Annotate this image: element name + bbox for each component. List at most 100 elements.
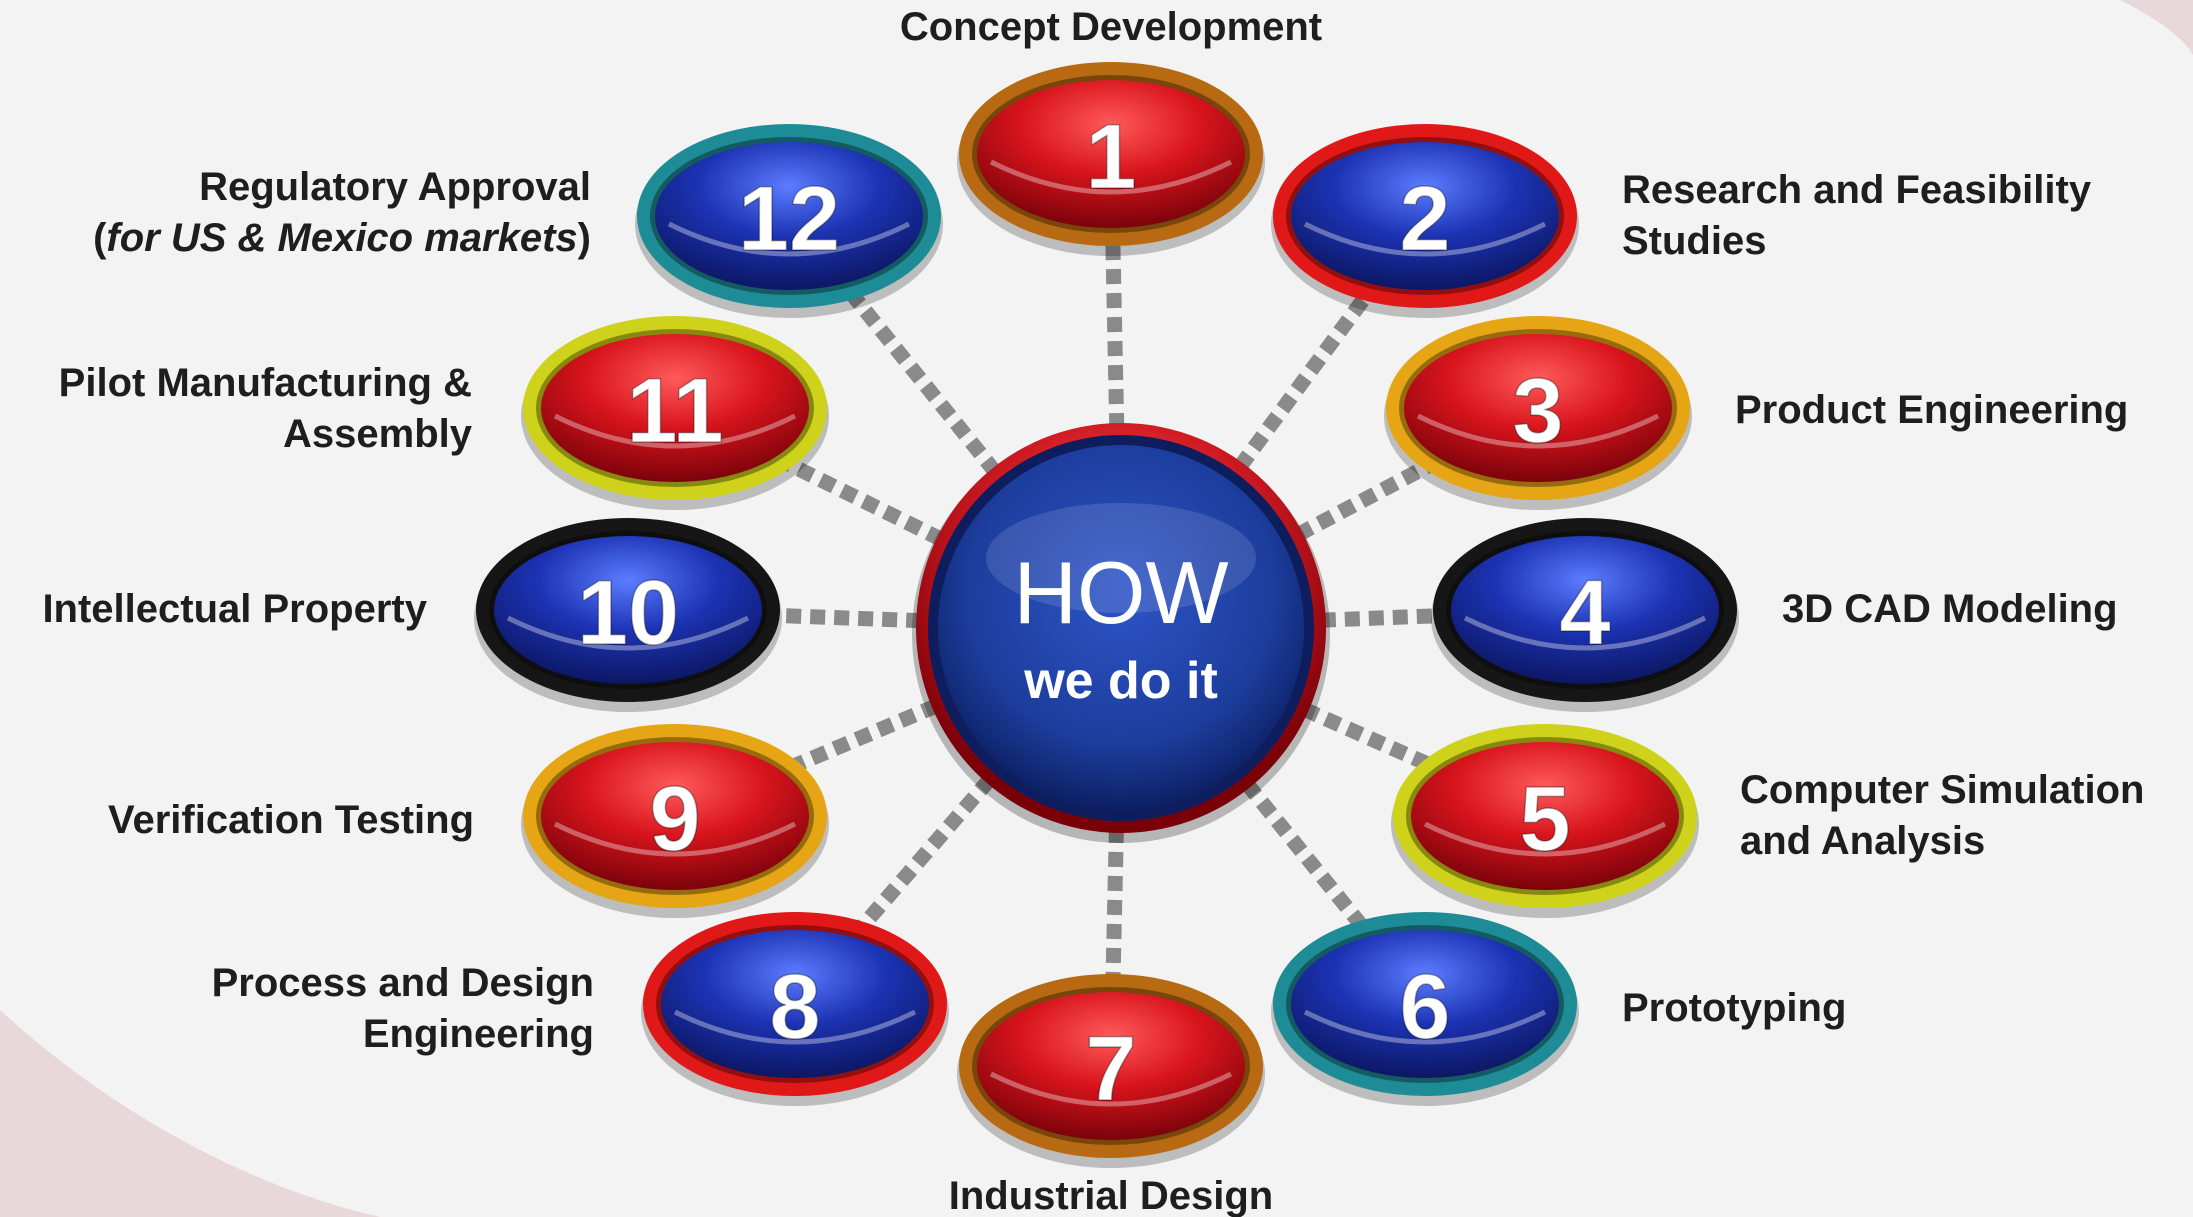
step-node-7: 7 bbox=[957, 974, 1265, 1168]
step-number: 4 bbox=[1559, 562, 1610, 664]
step-node-10: 10 bbox=[474, 518, 782, 712]
step-node-2: 2 bbox=[1271, 124, 1579, 318]
step-label-line: (for US & Mexico markets) bbox=[93, 216, 591, 260]
node-gloss bbox=[1416, 413, 1660, 449]
connector-5 bbox=[1300, 702, 1433, 772]
step-label-5: Computer Simulation and Analysis bbox=[1740, 765, 2144, 867]
node-gloss bbox=[553, 821, 797, 857]
step-number: 12 bbox=[738, 168, 840, 270]
node-gloss bbox=[667, 221, 911, 257]
step-node-5: 5 bbox=[1391, 724, 1699, 918]
step-label-line: Concept Development bbox=[899, 5, 1323, 49]
connector-1 bbox=[1105, 237, 1125, 429]
step-label-line: Studies bbox=[1622, 219, 1767, 263]
step-label-line: Prototyping bbox=[1622, 986, 1847, 1030]
center-hub: HOW we do it bbox=[912, 423, 1330, 843]
step-label-1: Concept Development bbox=[711, 2, 1511, 53]
step-number: 6 bbox=[1399, 956, 1450, 1058]
step-label-line: Process and Design bbox=[211, 961, 594, 1005]
step-number: 1 bbox=[1085, 106, 1136, 208]
background-swoosh-right bbox=[2120, 0, 2193, 55]
step-label-4: 3D CAD Modeling bbox=[1782, 584, 2118, 635]
step-node-4: 4 bbox=[1431, 518, 1739, 712]
connector-2 bbox=[1233, 289, 1374, 472]
step-label-9: Verification Testing bbox=[108, 795, 474, 846]
node-gloss bbox=[506, 615, 750, 651]
node-face bbox=[1404, 334, 1672, 482]
node-gloss bbox=[1303, 221, 1547, 257]
connector-9 bbox=[789, 698, 940, 774]
step-node-11: 11 bbox=[521, 316, 829, 510]
connector-8 bbox=[854, 774, 996, 934]
center-hub-face bbox=[938, 445, 1304, 811]
node-face bbox=[661, 930, 929, 1078]
step-label-7: Industrial Design bbox=[711, 1171, 1511, 1217]
node-face bbox=[1451, 536, 1719, 684]
step-number: 11 bbox=[626, 360, 723, 462]
node-face bbox=[541, 334, 809, 482]
step-label-line: Intellectual Property bbox=[42, 587, 427, 631]
step-node-8: 8 bbox=[641, 912, 949, 1106]
step-node-6: 6 bbox=[1271, 912, 1579, 1106]
connector-10 bbox=[771, 607, 922, 629]
step-label-line: 3D CAD Modeling bbox=[1782, 587, 2118, 631]
node-gloss bbox=[553, 413, 797, 449]
step-label-line: Pilot Manufacturing & bbox=[58, 361, 472, 405]
center-title: HOW bbox=[1013, 543, 1228, 642]
node-face bbox=[1411, 742, 1679, 890]
step-node-12: 12 bbox=[635, 124, 943, 318]
node-gloss bbox=[989, 1071, 1233, 1107]
step-label-line: Research and Feasibility bbox=[1622, 168, 2092, 212]
connector-3 bbox=[1294, 458, 1434, 542]
connectors bbox=[771, 237, 1442, 983]
step-label-line: Verification Testing bbox=[108, 798, 474, 842]
node-face bbox=[1291, 142, 1559, 290]
step-label-line: Industrial Design bbox=[948, 1174, 1274, 1217]
step-label-line: Product Engineering bbox=[1735, 388, 2129, 432]
step-number: 3 bbox=[1512, 360, 1563, 462]
step-number: 2 bbox=[1399, 168, 1450, 270]
step-label-line: Computer Simulation bbox=[1740, 768, 2145, 812]
step-label-11: Pilot Manufacturing & Assembly bbox=[59, 358, 472, 460]
step-label-line: Regulatory Approval bbox=[199, 165, 591, 209]
step-number: 5 bbox=[1519, 768, 1570, 870]
step-number: 7 bbox=[1085, 1018, 1136, 1120]
step-label-12: Regulatory Approval (for US & Mexico mark… bbox=[93, 162, 591, 264]
step-label-line: and Analysis bbox=[1740, 819, 1986, 863]
step-label-10: Intellectual Property bbox=[42, 584, 427, 635]
step-label-line: Assembly bbox=[283, 412, 472, 456]
step-node-9: 9 bbox=[521, 724, 829, 918]
step-node-3: 3 bbox=[1384, 316, 1692, 510]
center-hub-highlight bbox=[986, 503, 1256, 613]
node-face bbox=[655, 142, 923, 290]
node-face bbox=[977, 992, 1245, 1140]
node-face bbox=[541, 742, 809, 890]
connector-11 bbox=[782, 455, 945, 547]
connector-7 bbox=[1105, 827, 1124, 983]
node-gloss bbox=[1303, 1009, 1547, 1045]
node-gloss bbox=[1423, 821, 1667, 857]
node-face bbox=[977, 80, 1245, 228]
connector-6 bbox=[1240, 778, 1370, 933]
step-number: 10 bbox=[577, 562, 679, 664]
node-gloss bbox=[673, 1009, 917, 1045]
step-label-6: Prototyping bbox=[1622, 983, 1846, 1034]
step-number: 8 bbox=[769, 956, 820, 1058]
node-face bbox=[494, 536, 762, 684]
step-label-3: Product Engineering bbox=[1735, 385, 2128, 436]
node-gloss bbox=[989, 159, 1233, 195]
center-subtitle: we do it bbox=[1023, 652, 1218, 710]
step-number: 9 bbox=[649, 768, 700, 870]
connector-4 bbox=[1320, 608, 1442, 628]
node-gloss bbox=[1463, 615, 1707, 651]
background-swoosh-left bbox=[0, 1010, 380, 1217]
step-label-line: Engineering bbox=[362, 1012, 594, 1056]
node-face bbox=[1291, 930, 1559, 1078]
connector-12 bbox=[844, 287, 1002, 477]
step-node-1: 1 bbox=[957, 62, 1265, 256]
